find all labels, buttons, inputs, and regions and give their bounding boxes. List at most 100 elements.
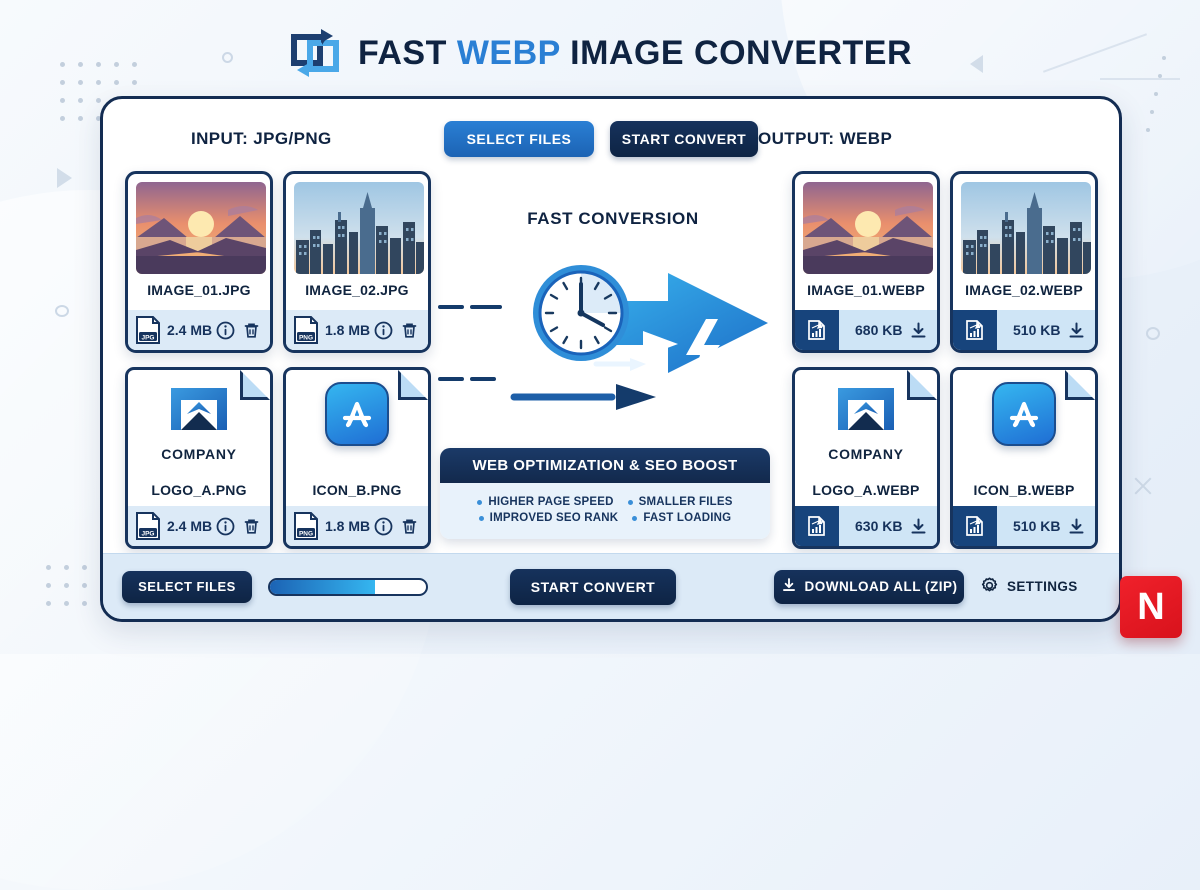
settings-button[interactable]: SETTINGS [980,576,1078,598]
svg-text:PNG: PNG [299,531,313,538]
start-convert-button-top[interactable]: START CONVERT [610,121,758,157]
output-file-card[interactable]: COMPANY LOGO_A.WEBP 630 KB [792,367,940,549]
decor-triangle-left [57,168,72,188]
company-logo-icon [165,384,233,442]
title-part-1: FAST [357,33,457,72]
seo-bullet-label: FAST LOADING [643,512,732,524]
output-column-label: OUTPUT: WEBP [758,129,893,148]
file-meta-row: JPG 2.4 MB [128,310,270,350]
page-header: FAST WEBP IMAGE CONVERTER [0,18,1200,88]
file-name: IMAGE_01.WEBP [807,282,925,298]
info-icon[interactable] [374,517,393,536]
thumbnail-city-skyline [294,182,424,274]
page-fold-corner [398,370,428,400]
file-meta-row: JPG 2.4 MB [128,506,270,546]
conversion-progress-bar[interactable] [268,577,428,596]
page-fold-corner [907,370,937,400]
info-icon[interactable] [374,321,393,340]
start-convert-button-bottom[interactable]: START CONVERT [510,568,676,605]
file-size: 2.4 MB [167,322,213,338]
input-file-card[interactable]: ICON_B.PNG PNG 1.8 MB [283,367,431,549]
file-meta-row: 510 KB [953,506,1095,546]
input-column-label: INPUT: JPG/PNG [191,129,332,148]
company-brand-label: COMPANY [828,446,904,462]
file-type-badge-png: PNG [293,315,319,345]
decor-ring-right [1146,327,1160,340]
download-icon[interactable] [1067,517,1086,536]
page-fold-corner [240,370,270,400]
select-files-button-bottom[interactable]: SELECT FILES [122,570,252,603]
file-meta-row: 680 KB [795,310,937,350]
settings-label: SETTINGS [1007,579,1078,594]
file-size: 680 KB [855,322,903,338]
file-size: 2.4 MB [167,518,213,534]
fast-conversion-title: FAST CONVERSION [527,209,699,228]
select-files-button-top[interactable]: SELECT FILES [444,121,594,157]
seo-bullet: HIGHER PAGE SPEED [477,496,613,508]
thumbnail-sunset-landscape [803,182,933,274]
gear-icon [980,576,999,598]
watermark-badge: N [1120,576,1182,638]
file-meta-row: PNG 1.8 MB [286,310,428,350]
download-all-label: DOWNLOAD ALL (ZIP) [804,579,958,594]
output-file-card[interactable]: ICON_B.WEBP 510 KB [950,367,1098,549]
input-file-card[interactable]: COMPANY LOGO_A.PNG JPG 2.4 MB [125,367,273,549]
file-name: LOGO_A.PNG [151,482,247,498]
conversion-illustration [438,231,793,421]
file-size: 510 KB [1013,518,1061,534]
seo-bullets: HIGHER PAGE SPEED SMALLER FILES IMPROVED… [440,483,770,539]
seo-heading: WEB OPTIMIZATION & SEO BOOST [440,448,770,483]
file-type-badge-png: PNG [293,511,319,541]
output-file-card[interactable]: IMAGE_01.WEBP 680 KB [792,171,940,353]
file-meta-row: PNG 1.8 MB [286,506,428,546]
file-name: ICON_B.PNG [312,482,402,498]
bullet-dot-icon [478,515,484,521]
trash-icon[interactable] [400,321,419,340]
convert-squares-icon [288,27,342,79]
file-type-badge-jpg: JPG [135,511,161,541]
file-name: LOGO_A.WEBP [812,482,920,498]
info-icon[interactable] [216,517,235,536]
title-highlight: WEBP [456,33,561,72]
download-all-button[interactable]: DOWNLOAD ALL (ZIP) [774,569,964,604]
trash-icon[interactable] [242,321,261,340]
seo-bullet: SMALLER FILES [627,496,733,508]
converter-panel: INPUT: JPG/PNG OUTPUT: WEBP SELECT FILES… [100,96,1122,622]
file-name: IMAGE_02.JPG [305,282,409,298]
seo-bullet: FAST LOADING [632,512,731,524]
trash-icon[interactable] [242,517,261,536]
download-icon[interactable] [909,321,928,340]
output-file-card[interactable]: IMAGE_02.WEBP 510 KB [950,171,1098,353]
decor-ring-left [55,305,69,317]
seo-bullet-label: IMPROVED SEO RANK [489,512,619,524]
download-icon[interactable] [1067,321,1086,340]
seo-bullet-label: HIGHER PAGE SPEED [488,496,614,508]
page-title: FAST WEBP IMAGE CONVERTER [358,34,912,73]
page-fold-corner [1065,370,1095,400]
info-icon[interactable] [216,321,235,340]
thumbnail-sunset-landscape [136,182,266,274]
compress-chart-icon [953,310,997,350]
seo-bullet: IMPROVED SEO RANK [478,512,619,524]
input-file-card[interactable]: IMAGE_01.JPG JPG 2.4 MB [125,171,273,353]
bullet-dot-icon [627,499,633,505]
file-name: ICON_B.WEBP [973,482,1075,498]
thumbnail-city-skyline [961,182,1091,274]
file-size: 510 KB [1013,322,1061,338]
seo-bullet-label: SMALLER FILES [638,496,733,508]
file-size: 1.8 MB [325,322,371,338]
file-name: IMAGE_02.WEBP [965,282,1083,298]
input-file-card[interactable]: IMAGE_02.JPG PNG 1.8 MB [283,171,431,353]
decor-x-right [1132,475,1154,497]
download-icon [781,577,797,596]
bottom-toolbar: SELECT FILES START CONVERT DOWNLOAD ALL … [103,553,1119,619]
decor-dot-grid-bottom-left [46,565,87,606]
compress-chart-icon [795,310,839,350]
app-store-icon [992,382,1056,446]
svg-text:JPG: JPG [141,531,154,538]
trash-icon[interactable] [400,517,419,536]
company-brand-label: COMPANY [161,446,237,462]
bullet-dot-icon [477,499,483,505]
download-icon[interactable] [909,517,928,536]
progress-fill [270,579,375,594]
